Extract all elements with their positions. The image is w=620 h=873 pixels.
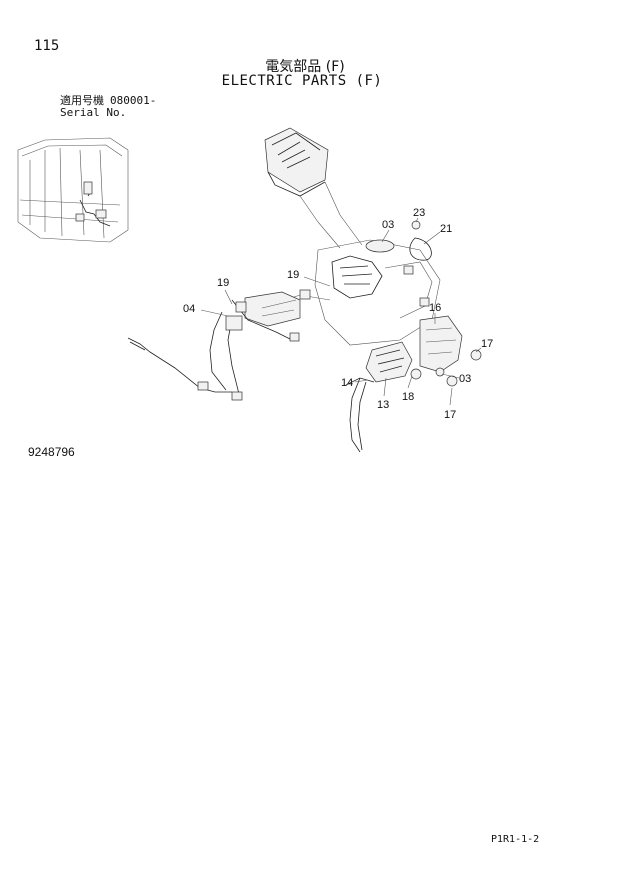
callout-13: 13 [377, 399, 389, 411]
callout-23: 23 [413, 207, 425, 219]
callout-17: 17 [444, 409, 456, 421]
callout-03: 03 [459, 373, 471, 385]
leader-lines [200, 217, 482, 406]
serial-line-jp: 適用号機 080001- [60, 95, 156, 107]
title-english: ELECTRIC PARTS (F) [221, 73, 383, 89]
callout-21: 21 [440, 223, 452, 235]
callout-14: 14 [341, 377, 353, 389]
cab-overview-inset [17, 137, 129, 243]
console-unit [264, 127, 363, 249]
lower-right-assembly [345, 315, 482, 453]
serial-label-en: Serial No. [60, 106, 127, 119]
serial-block: 適用号機 080001- Serial No. [60, 95, 156, 119]
callout-03: 03 [382, 219, 394, 231]
page-reference: P1R1-1-2 [491, 834, 540, 845]
drawing-number: 9248796 [28, 445, 75, 459]
top-right-parts [365, 220, 432, 261]
serial-label-jp: 適用号機 [60, 94, 104, 107]
title-japanese: 電気部品 (F) [265, 59, 345, 75]
left-harness [127, 301, 247, 401]
page-number: 115 [34, 38, 60, 54]
callout-16: 16 [429, 302, 441, 314]
callout-18: 18 [402, 391, 414, 403]
main-harness-body [231, 239, 441, 346]
callout-19: 19 [287, 269, 299, 281]
callout-04: 04 [183, 303, 195, 315]
serial-value: 080001- [110, 94, 157, 107]
callout-19: 19 [217, 277, 229, 289]
callout-17: 17 [481, 338, 493, 350]
